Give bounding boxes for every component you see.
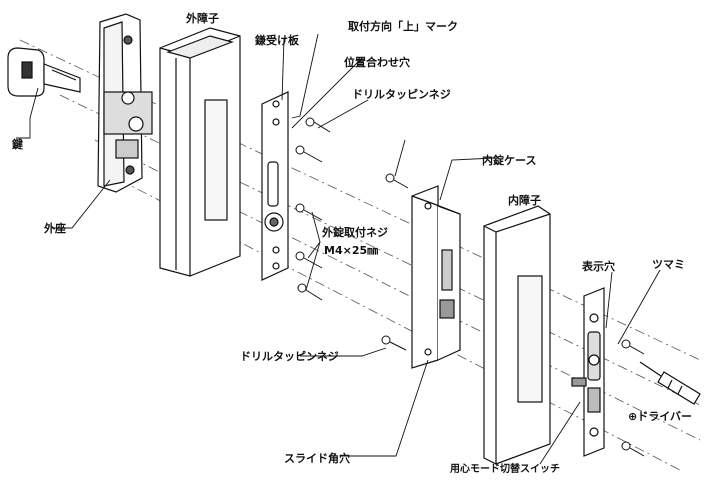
label-inner-shoji: 内障子 — [508, 193, 541, 207]
label-inner-lock-case: 内錠ケース — [482, 153, 536, 167]
label-strike-plate: 鎌受け板 — [254, 33, 300, 47]
label-knob: ツマミ — [652, 258, 685, 271]
inner-lock-case-part — [411, 185, 461, 369]
label-outer-shoji: 外障子 — [185, 11, 219, 25]
outer-shoji-part — [159, 27, 241, 277]
label-key: 鍵 — [12, 137, 23, 151]
label-slide-square-hole: スライド角穴 — [284, 451, 350, 465]
key-part — [7, 47, 81, 97]
label-mount-direction-mark: 取付方向「上」マーク — [348, 19, 458, 33]
leader-lines — [16, 33, 661, 465]
label-indicator-hole: 表示穴 — [581, 259, 615, 273]
label-screw-size: M4×25㎜ — [324, 244, 378, 257]
label-drill-tapping-screw-bottom: ドリルタッピンネジ — [240, 350, 339, 363]
label-outer-seat: 外座 — [43, 221, 66, 235]
outer-seat-part — [97, 13, 153, 193]
screwdriver-part — [639, 361, 701, 405]
label-positioning-hole: 位置合わせ穴 — [344, 55, 410, 69]
label-screwdriver: ⊕ドライバー — [628, 410, 692, 423]
label-drill-tapping-screw-top: ドリルタッピンネジ — [352, 88, 451, 101]
strike-plate-part — [261, 91, 289, 281]
screw-group-inner-case — [381, 173, 409, 351]
label-outer-lock-screw: 外錠取付ネジ — [321, 225, 388, 239]
inner-shoji-part — [483, 205, 551, 465]
label-caution-mode-switch: 用心モード切替スイッチ — [449, 462, 560, 475]
screw-group-right — [621, 339, 645, 457]
screw-group-middle — [295, 117, 331, 301]
inner-seat-part — [571, 287, 605, 457]
